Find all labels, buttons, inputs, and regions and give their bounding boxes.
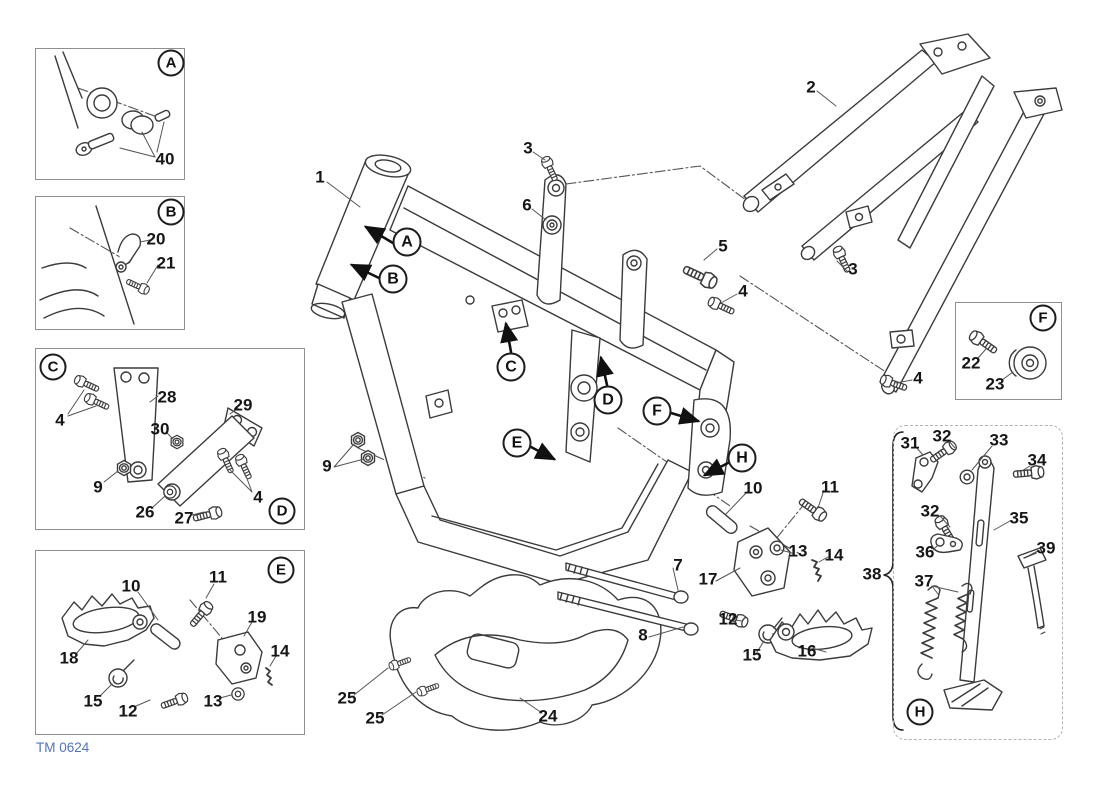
inset-f-art bbox=[966, 327, 1047, 381]
inset-h-callout-39: 39 bbox=[1036, 538, 1056, 558]
callout-1: 1 bbox=[315, 167, 325, 187]
inset-a-marker: A bbox=[157, 49, 185, 77]
inset-f-callout-22: 22 bbox=[961, 353, 981, 373]
callout-25b: 25 bbox=[365, 708, 385, 728]
inset-e-art bbox=[61, 583, 277, 713]
inset-cd-callout-9: 9 bbox=[93, 477, 103, 497]
callout-4: 4 bbox=[738, 281, 748, 301]
callout-17: 17 bbox=[698, 569, 718, 589]
inset-cd-callout-29: 29 bbox=[233, 395, 253, 415]
callout-15: 15 bbox=[742, 645, 762, 665]
drawing-code: TM 0624 bbox=[36, 740, 90, 755]
callout-2: 2 bbox=[806, 77, 816, 97]
callout-7: 7 bbox=[673, 555, 683, 575]
footpeg-right-assembly bbox=[557, 494, 873, 661]
inset-cd-callout-30: 30 bbox=[150, 419, 170, 439]
inset-e-callout-11: 11 bbox=[209, 567, 227, 587]
inset-f-marker: F bbox=[1029, 304, 1057, 332]
inset-h-callout-34: 34 bbox=[1027, 450, 1047, 470]
inset-e-callout-12: 12 bbox=[118, 701, 138, 721]
callout-13: 13 bbox=[788, 541, 808, 561]
marker-f: F bbox=[642, 396, 672, 426]
inset-h-callout-32b: 32 bbox=[920, 501, 940, 521]
callout-8: 8 bbox=[638, 625, 648, 645]
callout-16: 16 bbox=[797, 641, 817, 661]
callout-10: 10 bbox=[743, 478, 763, 498]
inset-cd-art bbox=[67, 367, 263, 526]
marker-c: C bbox=[496, 352, 526, 382]
inset-h-callout-37: 37 bbox=[914, 571, 934, 591]
inset-e-callout-18: 18 bbox=[59, 648, 79, 668]
subframe bbox=[742, 33, 1063, 395]
inset-box-b bbox=[35, 196, 185, 330]
inset-h-marker: H bbox=[906, 698, 934, 726]
callout-6: 6 bbox=[522, 195, 532, 215]
marker-a: A bbox=[392, 227, 422, 257]
inset-e-marker: E bbox=[267, 556, 295, 584]
inset-e-callout-13: 13 bbox=[203, 691, 223, 711]
inset-e-callout-19: 19 bbox=[247, 607, 267, 627]
inset-e-callout-15: 15 bbox=[83, 691, 103, 711]
inset-cd-callout-26: 26 bbox=[135, 502, 155, 522]
inset-box-f bbox=[955, 302, 1062, 400]
main-frame bbox=[310, 154, 735, 585]
callout-3: 3 bbox=[523, 138, 533, 158]
marker-b: B bbox=[378, 264, 408, 294]
leader-lines bbox=[326, 90, 913, 716]
inset-cd-callout-27: 27 bbox=[174, 508, 194, 528]
inset-d-marker: D bbox=[268, 497, 296, 525]
callout-24: 24 bbox=[538, 706, 558, 726]
callout-14: 14 bbox=[824, 545, 844, 565]
marker-h: H bbox=[727, 443, 757, 473]
inset-box-cd bbox=[35, 348, 305, 530]
callout-12: 12 bbox=[718, 609, 738, 629]
inset-cd-callout-4: 4 bbox=[55, 410, 65, 430]
inset-c-marker: C bbox=[39, 353, 67, 381]
callout-11: 11 bbox=[821, 477, 839, 497]
inset-h-callout-33: 33 bbox=[989, 430, 1009, 450]
inset-box-a bbox=[35, 48, 185, 180]
inset-b-callout-20: 20 bbox=[146, 229, 166, 249]
callout-5: 5 bbox=[718, 236, 728, 256]
inset-h-callout-35: 35 bbox=[1009, 508, 1029, 528]
inset-h-callout-31: 31 bbox=[900, 433, 920, 453]
inset-h-callout-36: 36 bbox=[915, 542, 935, 562]
callout-4b: 4 bbox=[913, 368, 923, 388]
main-hardware bbox=[350, 154, 909, 467]
callout-38: 38 bbox=[862, 564, 882, 584]
marker-d: D bbox=[593, 385, 623, 415]
inset-e-callout-10: 10 bbox=[121, 576, 141, 596]
inset-b-art bbox=[39, 205, 159, 325]
marker-e: E bbox=[502, 428, 532, 458]
inset-h-art bbox=[911, 438, 1047, 711]
callout-3b: 3 bbox=[848, 259, 858, 279]
inset-f-callout-23: 23 bbox=[985, 374, 1005, 394]
callout-9: 9 bbox=[322, 456, 332, 476]
inset-h-callout-32: 32 bbox=[932, 426, 952, 446]
callout-25: 25 bbox=[337, 688, 357, 708]
inset-a-callout-40: 40 bbox=[155, 149, 175, 169]
inset-b-callout-21: 21 bbox=[156, 253, 176, 273]
inset-e-callout-14: 14 bbox=[270, 641, 290, 661]
inset-b-marker: B bbox=[157, 198, 185, 226]
inset-cd-callout-28: 28 bbox=[157, 387, 177, 407]
inset-a-art bbox=[54, 51, 171, 158]
inset-box-h bbox=[893, 425, 1063, 740]
marker-arrows bbox=[349, 225, 730, 477]
inset-cd-callout-4b: 4 bbox=[253, 487, 263, 507]
inset-box-e bbox=[35, 550, 305, 735]
skid-plate bbox=[387, 574, 662, 731]
